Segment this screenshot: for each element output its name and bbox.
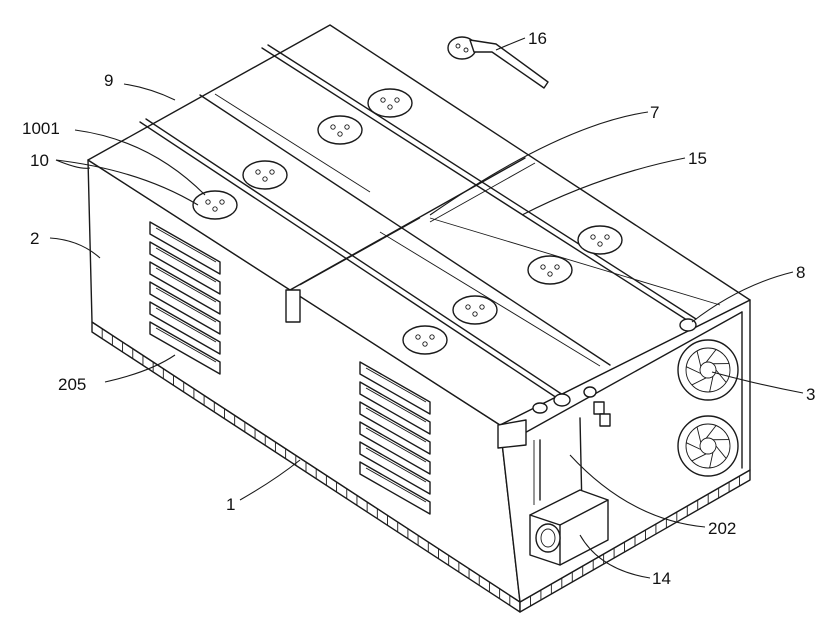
mounting-disc [452,295,498,325]
leader-1 [239,459,301,501]
fan-blade [691,377,707,386]
leader-9 [123,83,176,101]
fan-blade [705,349,717,363]
label-7: 7 [650,103,659,122]
connector-block [529,489,609,566]
label-16: 16 [528,29,547,48]
fan-upper [677,339,739,401]
label-1001: 1001 [22,119,60,138]
fan-blade [686,366,701,374]
top-face [87,24,751,426]
fan-blade [696,350,702,367]
label-9: 9 [104,71,113,90]
leader-2 [49,237,101,259]
mounting-discs [192,88,623,355]
leader-16 [495,37,526,51]
leader-3 [711,371,804,394]
label-1: 1 [226,495,235,514]
leader-lines [49,37,804,579]
crank-handle [447,36,549,89]
leader-15 [521,157,686,216]
label-10: 10 [30,151,49,170]
mounting-disc [242,160,288,190]
mounting-disc [192,190,238,220]
mounting-disc [317,115,363,145]
leader-1001 [74,129,206,196]
fan-blade [705,425,717,439]
label-3: 3 [806,385,815,404]
mounting-disc [367,88,413,118]
fan-lower [677,415,739,477]
clamp-bracket [285,289,527,449]
leader-10b [55,159,91,169]
mounting-disc [577,225,623,255]
label-15: 15 [688,149,707,168]
fan-blade [715,445,727,459]
leader-7 [429,111,649,216]
label-14: 14 [652,569,671,588]
mounting-disc [527,255,573,285]
label-205: 205 [58,375,86,394]
mounting-disc [402,325,448,355]
leader-10a [55,159,199,206]
leader-202 [569,454,706,528]
leader-14 [579,534,651,579]
label-202: 202 [708,519,736,538]
cover-plates [139,44,721,401]
leader-8 [691,271,794,323]
fan-blade [686,442,701,450]
fan-blade [691,453,707,462]
fan-blade [715,369,727,383]
label-8: 8 [796,263,805,282]
label-2: 2 [30,229,39,248]
fan-blade [696,426,702,443]
fan-blade [709,376,714,393]
leader-205 [104,354,176,383]
callout-labels: 16 9 7 1001 10 15 2 8 3 205 202 1 14 [22,29,815,588]
louvre-vents [149,221,431,515]
fan-blade [709,452,714,469]
